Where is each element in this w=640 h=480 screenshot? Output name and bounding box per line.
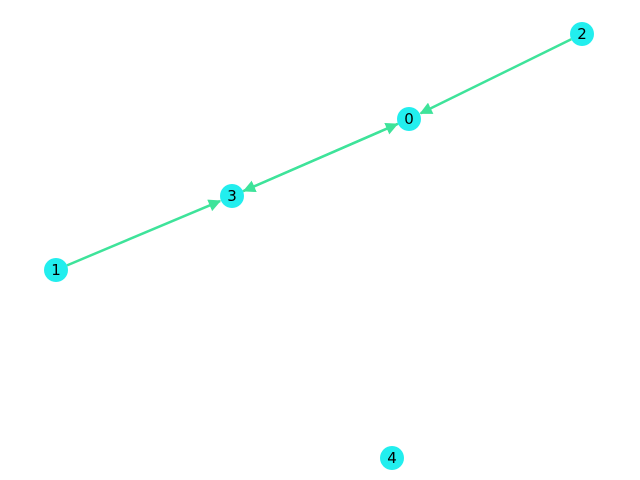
node-circle — [44, 258, 68, 282]
node-circle — [220, 184, 244, 208]
node-2: 2 — [570, 22, 594, 46]
node-label: 4 — [387, 449, 397, 467]
node-circle — [570, 22, 594, 46]
edges-layer — [66, 38, 572, 267]
node-4: 4 — [380, 446, 404, 470]
node-label: 1 — [51, 261, 61, 279]
edge-2-to-0 — [419, 38, 572, 115]
node-label: 2 — [577, 25, 587, 43]
edge-3-to-0 — [242, 122, 399, 193]
node-label: 0 — [404, 110, 414, 128]
node-3: 3 — [220, 184, 244, 208]
node-circle — [397, 107, 421, 131]
nodes-layer: 0 1 2 3 4 — [44, 22, 594, 470]
edge-1-to-3 — [66, 199, 222, 267]
node-1: 1 — [44, 258, 68, 282]
node-0: 0 — [397, 107, 421, 131]
node-label: 3 — [227, 187, 237, 205]
node-circle — [380, 446, 404, 470]
